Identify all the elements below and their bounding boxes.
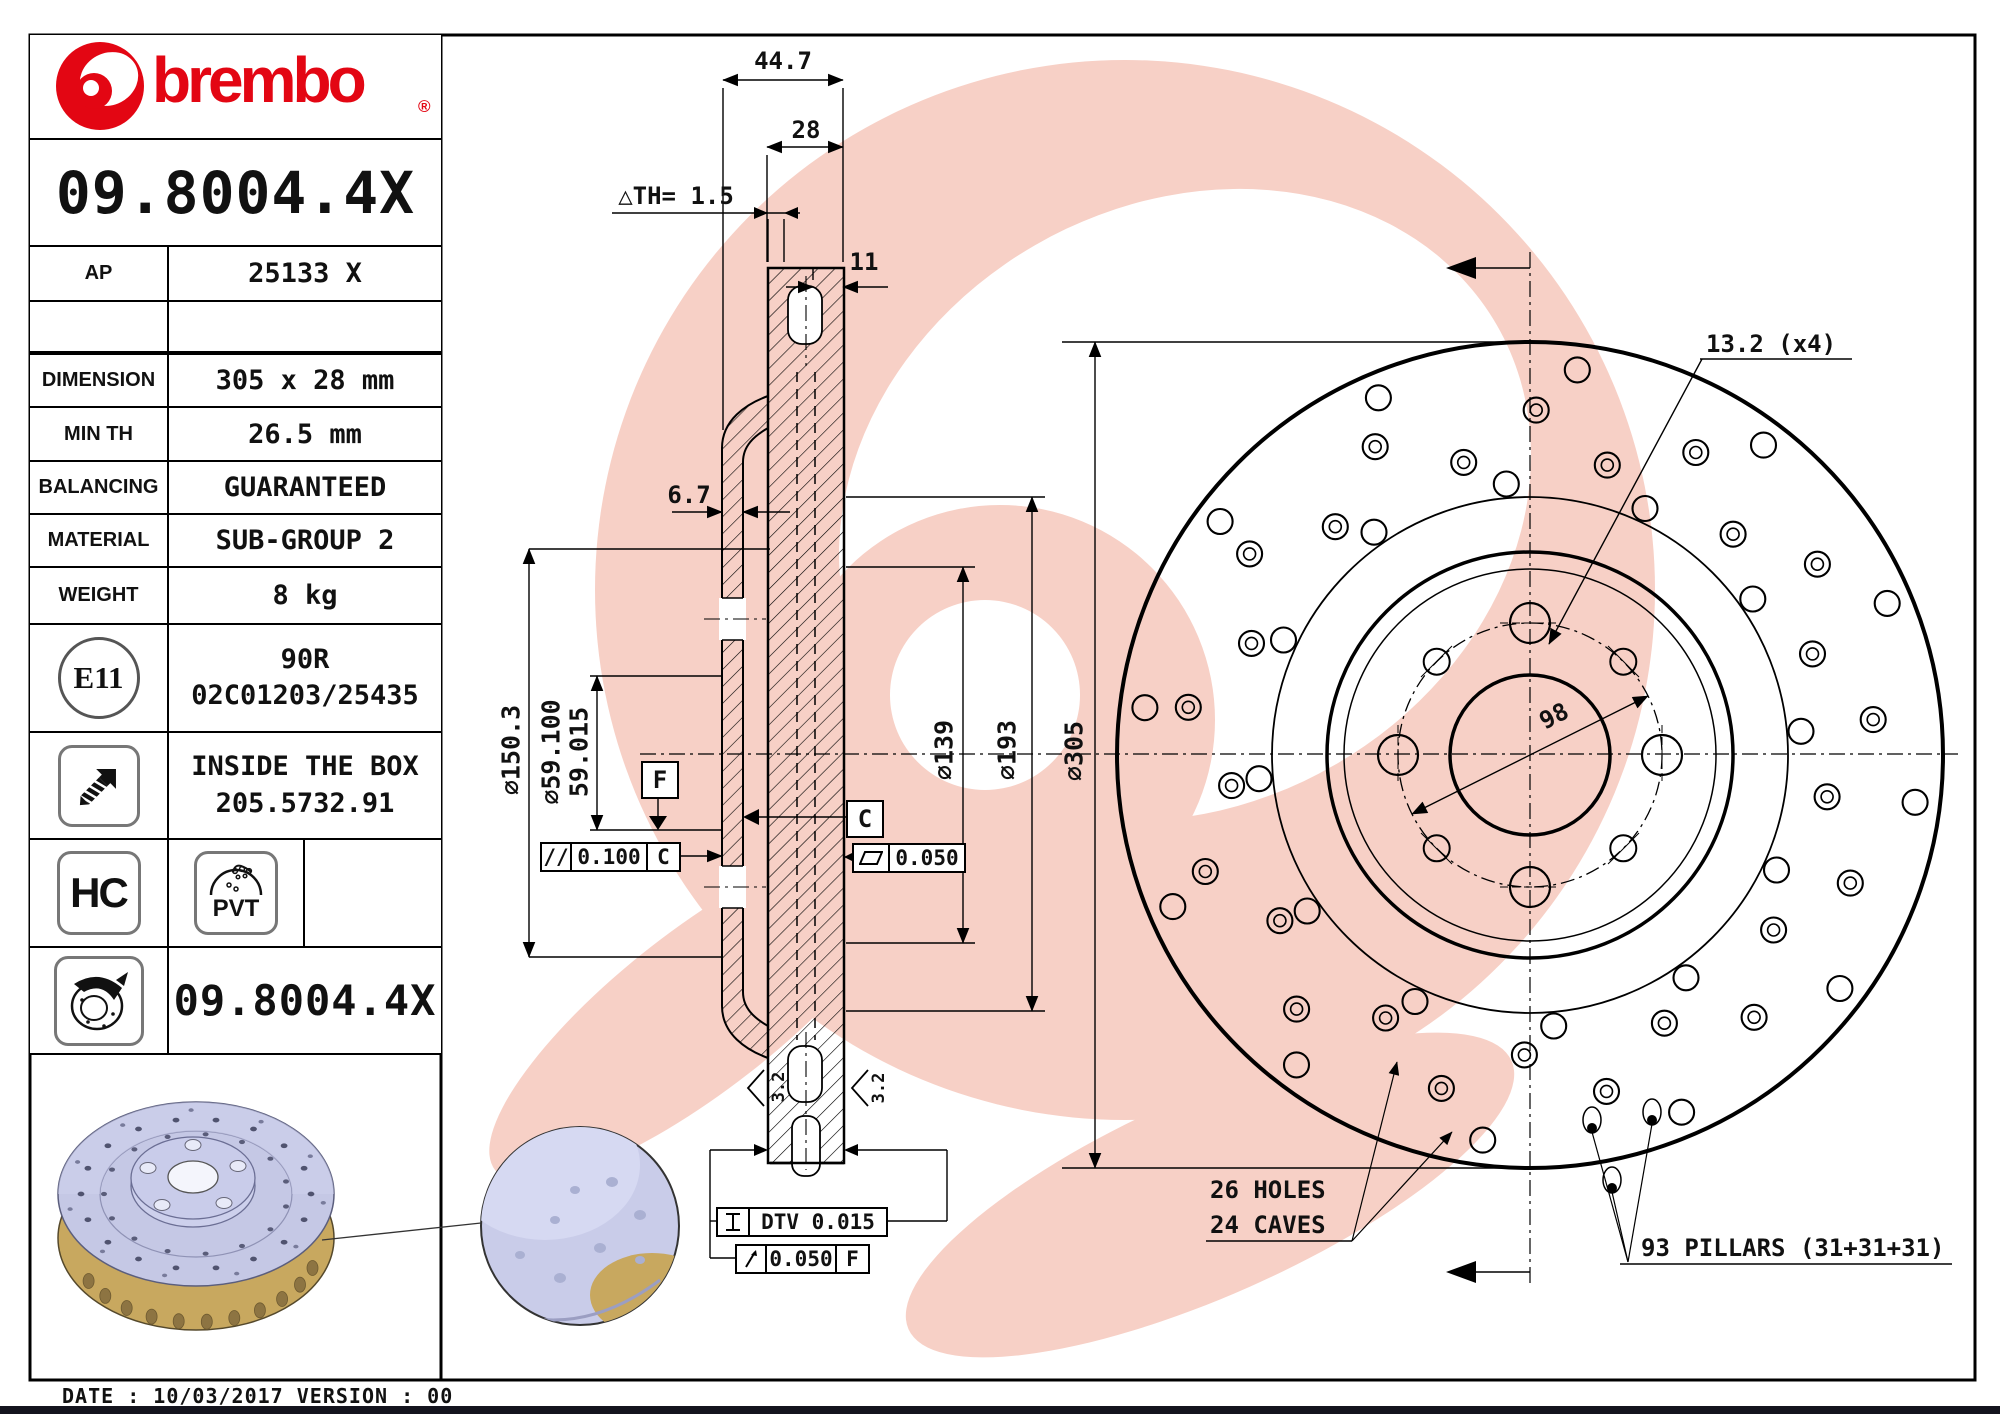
inside-the-box-row: INSIDE THE BOX 205.5732.91 <box>30 733 441 840</box>
row-value: GUARANTEED <box>223 472 387 503</box>
row-label: MIN TH <box>30 408 169 460</box>
row-label <box>30 302 169 351</box>
row-label: AP <box>30 247 169 300</box>
date-version-line: DATE : 10/03/2017 VERSION : 00 <box>62 1384 454 1408</box>
table-row-weight: WEIGHT 8 kg <box>30 568 441 625</box>
row-value: 26.5 mm <box>248 418 362 450</box>
screw-icon <box>57 744 140 827</box>
inside-box-line1: INSIDE THE BOX <box>191 751 419 783</box>
row-label: MATERIAL <box>30 515 169 566</box>
drill-slot-bottom <box>788 1046 822 1102</box>
friction-ring-section <box>768 268 844 1163</box>
roughness-symbol-right <box>852 1070 868 1106</box>
row-value: 25133 X <box>248 258 362 289</box>
roughness-symbol-left <box>748 1070 764 1106</box>
badges-row: HC PVT <box>30 840 441 948</box>
drilled-hole-pattern <box>1132 357 1927 1152</box>
disc-3d-detail-circle <box>450 1090 714 1337</box>
section-arrow-top <box>1446 257 1476 279</box>
table-row-min-th: MIN TH 26.5 mm <box>30 408 441 462</box>
bottom-edge-strip <box>0 1406 2000 1414</box>
row-value: SUB-GROUP 2 <box>215 525 395 556</box>
disc-outer-circle <box>1117 342 1943 1168</box>
brembo-logo <box>56 42 144 130</box>
registered-mark: ® <box>418 97 431 116</box>
section-dimensions <box>522 73 1528 1258</box>
pillar-markers <box>1583 1099 1661 1193</box>
table-row-dimension: DIMENSION 305 x 28 mm <box>30 355 441 408</box>
hub-cave-holes <box>1421 646 1639 864</box>
section-arrow-bottom <box>1446 1261 1476 1283</box>
cross-section-view <box>590 268 844 1176</box>
bottom-part-number: 09.8004.4X <box>173 976 437 1025</box>
brand-wordmark: brembo <box>152 44 367 116</box>
table-row-balancing: BALANCING GUARANTEED <box>30 462 441 515</box>
vent-notch <box>792 1116 820 1176</box>
logo-row: brembo ® <box>30 35 441 140</box>
inside-box-line2: 205.5732.91 <box>215 787 395 819</box>
title-block: brembo ® 09.8004.4X AP 25133 X DIMENSION… <box>30 35 441 1055</box>
pvt-badge: PVT <box>194 851 278 935</box>
row-label: BALANCING <box>30 462 169 513</box>
homologation-row: E11 90R 02C01203/25435 <box>30 625 441 733</box>
row-value: 305 x 28 mm <box>215 365 395 396</box>
row-value <box>169 302 441 351</box>
row-value: 8 kg <box>272 580 338 611</box>
table-row-ap: AP 25133 X <box>30 247 441 302</box>
part-number: 09.8004.4X <box>55 158 416 227</box>
disc-icon <box>53 955 144 1046</box>
empty-cell <box>305 840 441 946</box>
hc-badge: HC <box>56 851 141 935</box>
pvt-label: PVT <box>212 895 260 922</box>
row-label: DIMENSION <box>30 355 169 406</box>
homologation-line2: 02C01203/25435 <box>191 680 419 711</box>
drill-slot-top <box>788 286 822 344</box>
front-view <box>1117 257 1952 1283</box>
row-label: WEIGHT <box>30 568 169 623</box>
e11-badge: E11 <box>57 637 140 719</box>
table-row-empty <box>30 302 441 355</box>
table-row-material: MATERIAL SUB-GROUP 2 <box>30 515 441 568</box>
part-number-row: 09.8004.4X <box>30 140 441 247</box>
bottom-part-row: 09.8004.4X <box>30 948 441 1055</box>
homologation-line1: 90R <box>280 643 330 675</box>
